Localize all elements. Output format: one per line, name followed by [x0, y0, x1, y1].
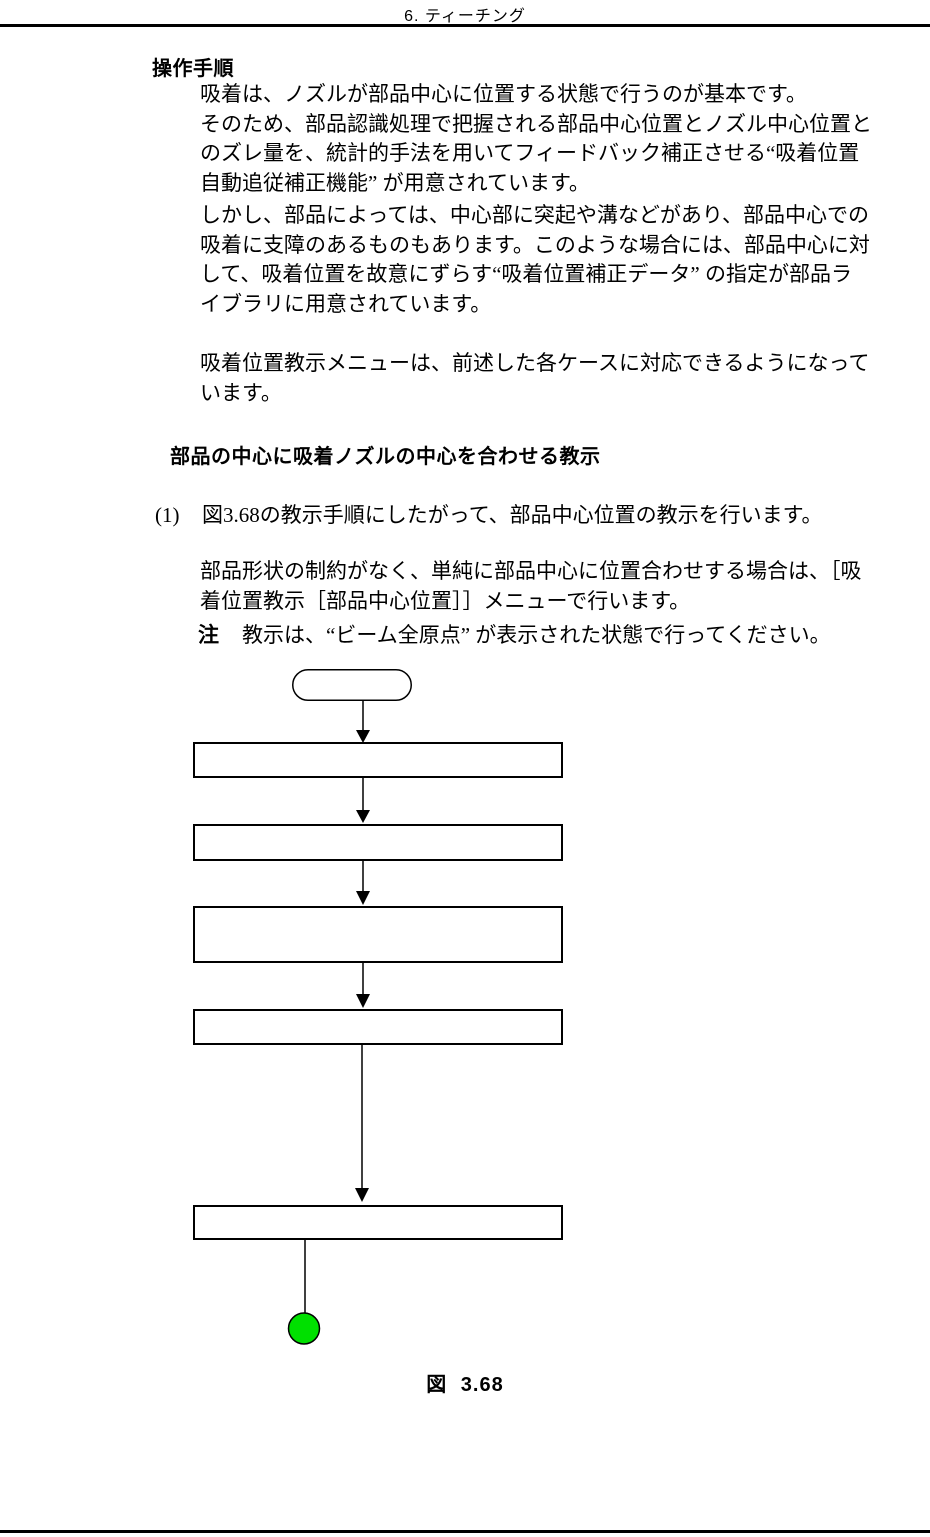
footer-rule — [0, 1530, 930, 1533]
text-line: 吸着に支障のあるものもあります。このような場合には、部品中心に対 — [200, 232, 870, 257]
header-rule — [0, 24, 930, 27]
flow-step-box-4 — [193, 1009, 563, 1045]
paragraph-4: 部品形状の制約がなく、単純に部品中心に位置合わせする場合は、［吸 着位置教示［部… — [200, 557, 862, 616]
item-number: (1) — [155, 503, 180, 527]
note-text: 教示は、“ビーム全原点” が表示された状態で行ってください。 — [242, 623, 831, 647]
text-line: イブラリに用意されています。 — [200, 291, 492, 316]
paragraph-2: しかし、部品によっては、中心部に突起や溝などがあり、部品中心での 吸着に支障のあ… — [200, 201, 870, 319]
flow-arrowhead-icon — [356, 994, 370, 1008]
running-header-title: 6. ティーチング — [404, 8, 526, 25]
text-line: 着位置教示［部品中心位置］］メニューで行います。 — [200, 588, 691, 613]
flow-step-box-1 — [193, 742, 563, 778]
text-line: います。 — [200, 380, 282, 405]
text-line: そのため、部品認識処理で把握される部品中心位置とノズル中心位置と — [200, 111, 872, 136]
text-line: 吸着位置教示メニューは、前述した各ケースに対応できるようになって — [200, 351, 870, 375]
note-line: 注教示は、“ビーム全原点” が表示された状態で行ってください。 — [198, 619, 831, 649]
flow-arrowhead-icon — [355, 1188, 369, 1202]
text-line: して、吸着位置を故意にずらす“吸着位置補正データ” の指定が部品ラ — [200, 262, 852, 287]
subsection-heading: 部品の中心に吸着ノズルの中心を合わせる教示 — [170, 446, 601, 468]
flow-step-box-2 — [193, 824, 563, 861]
text-line: しかし、部品によっては、中心部に突起や溝などがあり、部品中心での — [200, 203, 870, 227]
text-line: 部品形状の制約がなく、単純に部品中心に位置合わせする場合は、［吸 — [200, 559, 862, 583]
flow-arrowhead-icon — [356, 810, 370, 823]
section-heading: 操作手順 — [152, 58, 234, 80]
paragraph-1: 吸着は、ノズルが部品中心に位置する状態で行うのが基本です。 そのため、部品認識処… — [200, 80, 872, 198]
text-line: のズレ量を、統計的手法を用いてフィードバック補正させる“吸着位置 — [200, 141, 860, 166]
note-label: 注 — [198, 624, 219, 647]
flow-arrowhead-icon — [356, 891, 370, 905]
flow-start-terminator — [292, 669, 412, 701]
flow-end-terminator — [287, 1312, 321, 1345]
flow-step-box-5 — [193, 1205, 563, 1240]
figure-caption: 図 3.68 — [426, 1374, 504, 1396]
text-line: 吸着は、ノズルが部品中心に位置する状態で行うのが基本です。 — [200, 82, 807, 106]
flow-arrowhead-icon — [356, 730, 370, 743]
item-text: 図3.68の教示手順にしたがって、部品中心位置の教示を行います。 — [202, 503, 823, 527]
paragraph-3: 吸着位置教示メニューは、前述した各ケースに対応できるようになって います。 — [200, 349, 869, 408]
flow-step-box-3 — [193, 906, 563, 963]
running-header: 6. ティーチング — [0, 2, 930, 26]
numbered-item-1: (1) 図3.68の教示手順にしたがって、部品中心位置の教示を行います。 — [155, 499, 823, 529]
text-line: 自動追従補正機能” が用意されています。 — [200, 170, 590, 195]
